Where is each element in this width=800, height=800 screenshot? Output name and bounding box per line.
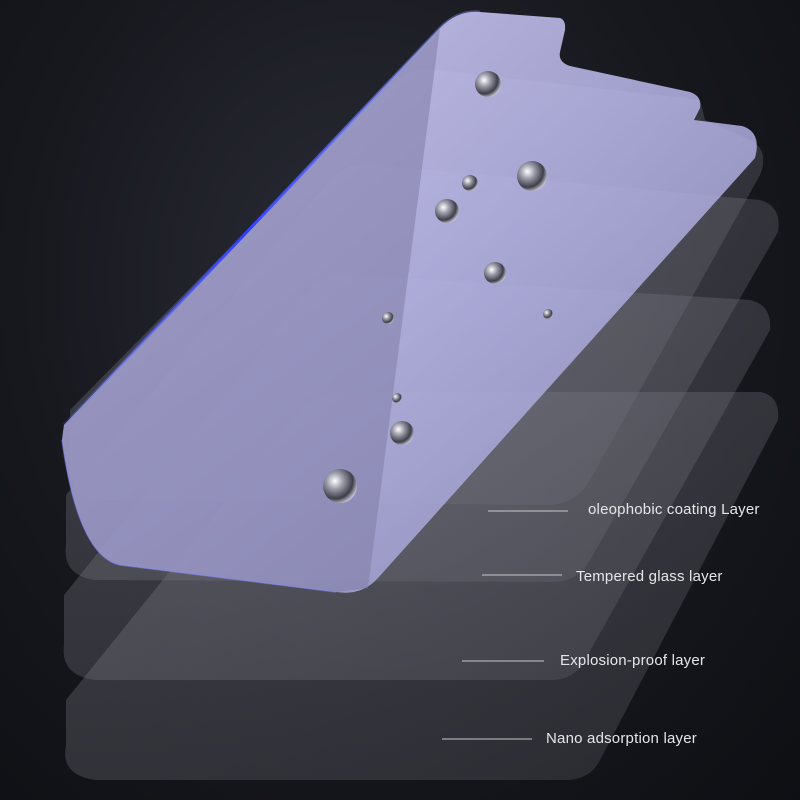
label-explosion-proof: Explosion-proof layer: [560, 652, 706, 669]
water-droplets: [323, 71, 553, 503]
glass-edge-glow: [62, 10, 481, 427]
droplet: [475, 71, 501, 97]
glass-shadow-wedge: [62, 28, 440, 592]
droplet: [323, 469, 357, 503]
droplet: [462, 175, 478, 191]
glass-bottom-edge: [61, 439, 337, 593]
label-nano-adsorption: Nano adsorption layer: [546, 730, 697, 747]
droplet: [517, 161, 547, 191]
label-tempered-glass: Tempered glass layer: [576, 568, 723, 585]
droplet: [435, 199, 459, 223]
droplet: [390, 421, 414, 445]
droplet: [382, 312, 394, 324]
droplet: [484, 262, 506, 284]
leader-lines: [442, 510, 568, 740]
label-oleophobic-coating: oleophobic coating Layer: [588, 501, 760, 518]
droplet: [543, 309, 553, 319]
droplet: [392, 393, 402, 403]
